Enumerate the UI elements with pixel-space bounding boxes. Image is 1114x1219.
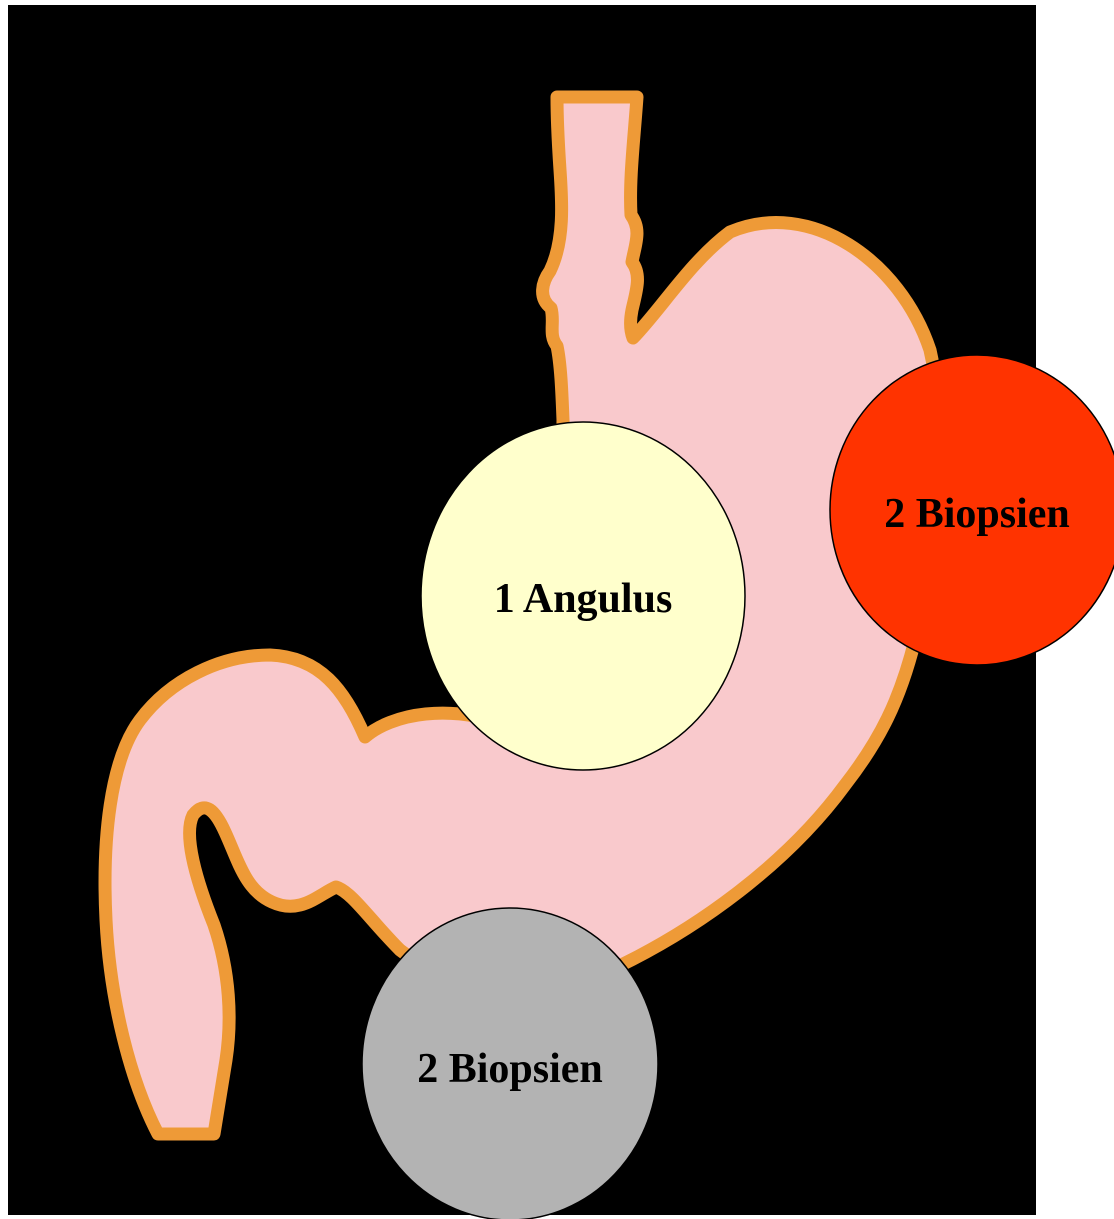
angulus-label: 1 Angulus: [494, 576, 673, 622]
antrum-biopsy-marker: 2 Biopsien: [362, 908, 658, 1219]
antrum-biopsy-label: 2 Biopsien: [417, 1046, 603, 1092]
corpus-biopsy-label: 2 Biopsien: [884, 491, 1070, 537]
corpus-biopsy-marker: 2 Biopsien: [830, 355, 1114, 665]
angulus-marker: 1 Angulus: [421, 422, 745, 770]
